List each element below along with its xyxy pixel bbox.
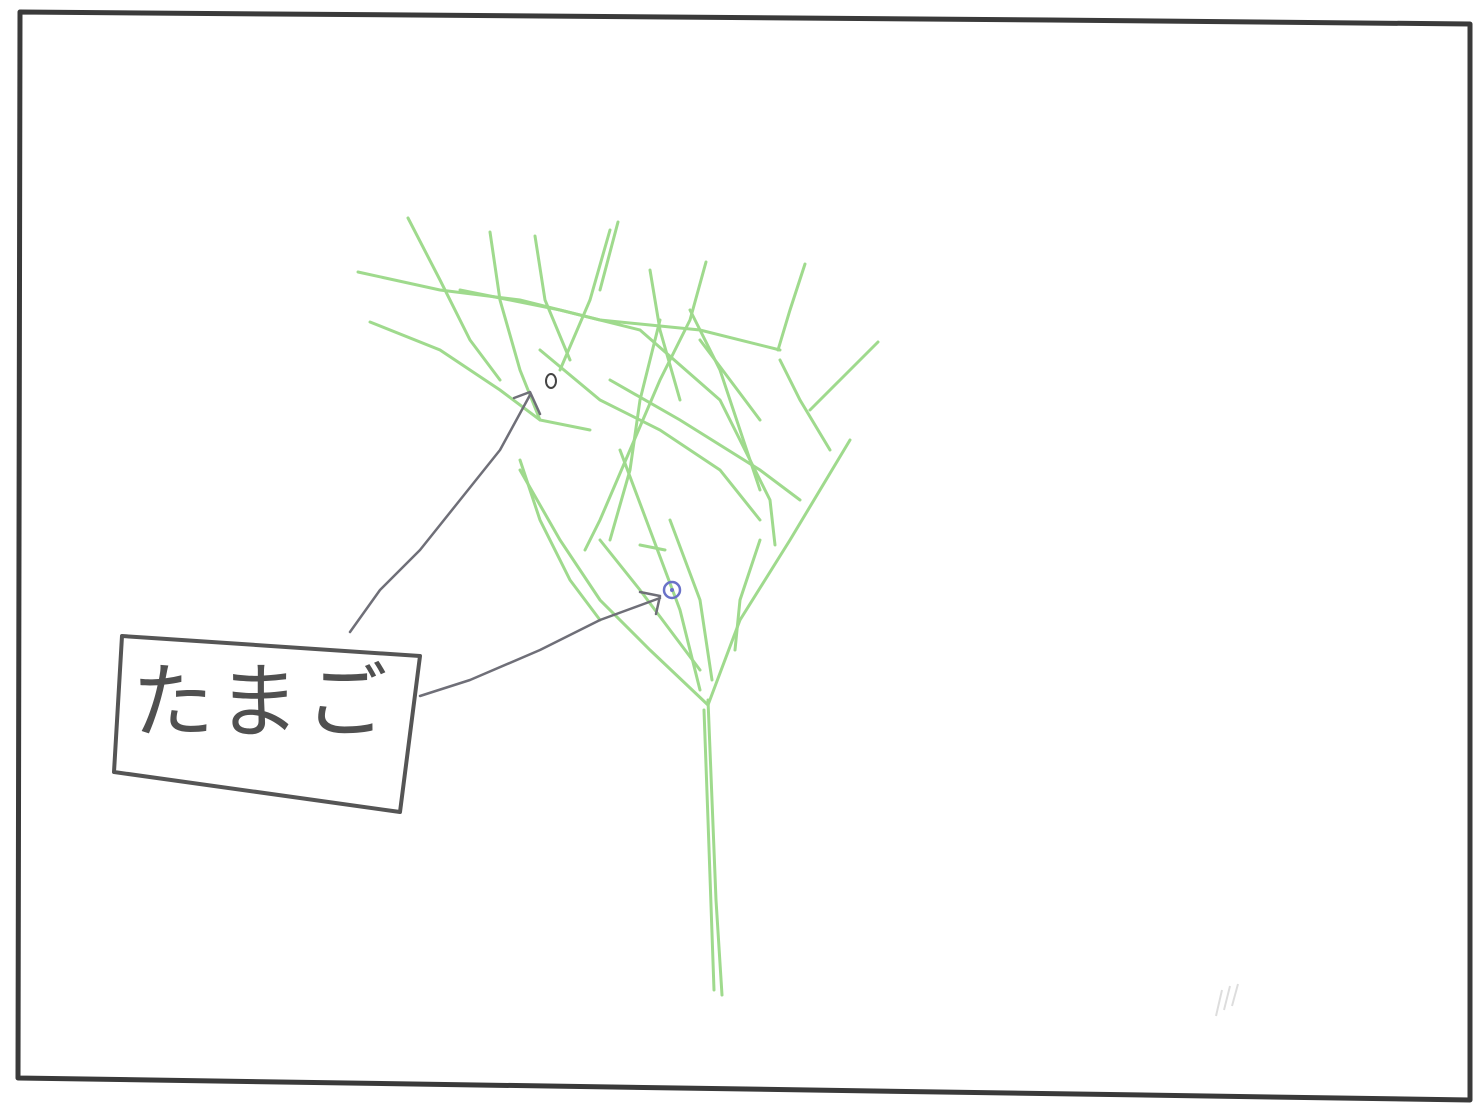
arrow-icon	[420, 592, 660, 696]
egg-label: たまご	[132, 648, 402, 758]
smudge-mark	[1216, 984, 1238, 1016]
frame-border	[18, 12, 1470, 1100]
arrow-icon	[350, 392, 540, 632]
egg-icon	[546, 374, 556, 388]
tree-branches	[358, 218, 878, 995]
